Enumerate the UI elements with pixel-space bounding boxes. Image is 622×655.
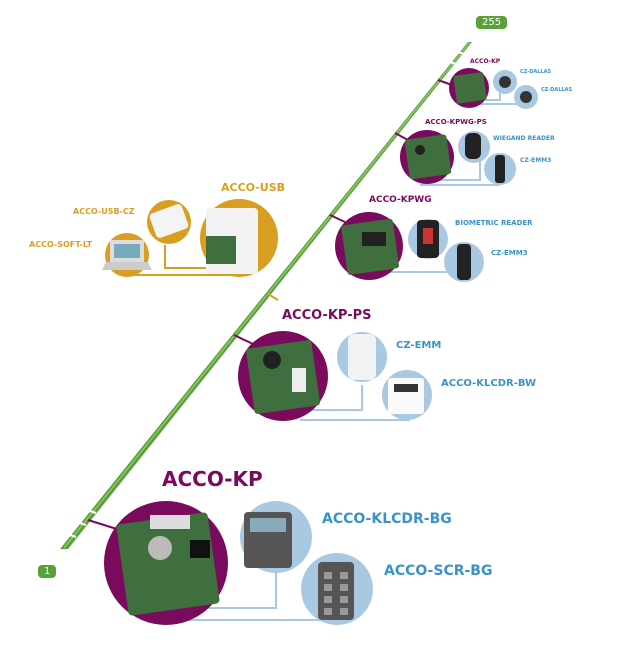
cz-dallas-label-2: CZ-DALLAS <box>541 87 573 93</box>
acco-klcdr-bw-device <box>382 370 432 420</box>
biometric-reader-device <box>408 219 448 259</box>
acco-klcdr-bg-label: ACCO-KLCDR-BG <box>322 511 452 527</box>
acco-kp-small-label: ACCO-KP <box>470 58 501 65</box>
acco-kpwg-ps-label: ACCO-KPWG-PS <box>425 118 487 126</box>
acco-kpwg-board <box>335 212 403 280</box>
scale-line <box>60 41 472 549</box>
acco-soft-lt-label: ACCO-SOFT-LT <box>29 240 93 249</box>
cz-emm-label: CZ-EMM <box>396 340 442 351</box>
acco-usb-cz-label: ACCO-USB-CZ <box>73 207 135 216</box>
cz-emm3-label-2: CZ-EMM3 <box>520 157 552 164</box>
acco-klcdr-bg-device <box>240 501 312 573</box>
acco-kp-board <box>104 501 228 625</box>
cz-dallas-device-1 <box>493 70 517 94</box>
cz-emm3-device-1 <box>444 242 484 282</box>
cz-emm3-label-1: CZ-EMM3 <box>491 249 528 257</box>
biometric-reader-label: BIOMETRIC READER <box>455 219 533 227</box>
acco-soft-lt-device <box>102 233 152 277</box>
wiegand-reader-label: WIEGAND READER <box>493 135 555 142</box>
cz-emm-device <box>337 332 387 382</box>
acco-scr-bg-device <box>301 553 373 625</box>
cz-dallas-device-2 <box>514 85 538 109</box>
acco-kp-label: ACCO-KP <box>162 467 263 491</box>
acco-klcdr-bw-label: ACCO-KLCDR-BW <box>441 378 536 389</box>
cz-emm3-device-2 <box>484 153 516 185</box>
acco-kp-ps-board <box>238 331 328 421</box>
scale-min-badge: 1 <box>38 565 57 578</box>
acco-kpwg-ps-board <box>400 130 454 184</box>
scale-max-badge: 255 <box>476 16 508 29</box>
acco-scr-bg-label: ACCO-SCR-BG <box>384 563 493 579</box>
usb-connectors <box>130 245 240 276</box>
scale-dashes <box>69 51 465 538</box>
acco-kp-small-board <box>449 68 489 108</box>
acco-kp-ps-label: ACCO-KP-PS <box>282 308 372 323</box>
acco-kpwg-label: ACCO-KPWG <box>369 195 432 205</box>
cz-dallas-label-1: CZ-DALLAS <box>520 69 552 75</box>
wiegand-reader-device <box>458 131 490 163</box>
acco-usb-label: ACCO-USB <box>221 181 286 194</box>
connector-ticks <box>87 79 453 531</box>
acco-usb-cz-device <box>147 200 191 244</box>
acco-usb-device <box>200 199 278 277</box>
